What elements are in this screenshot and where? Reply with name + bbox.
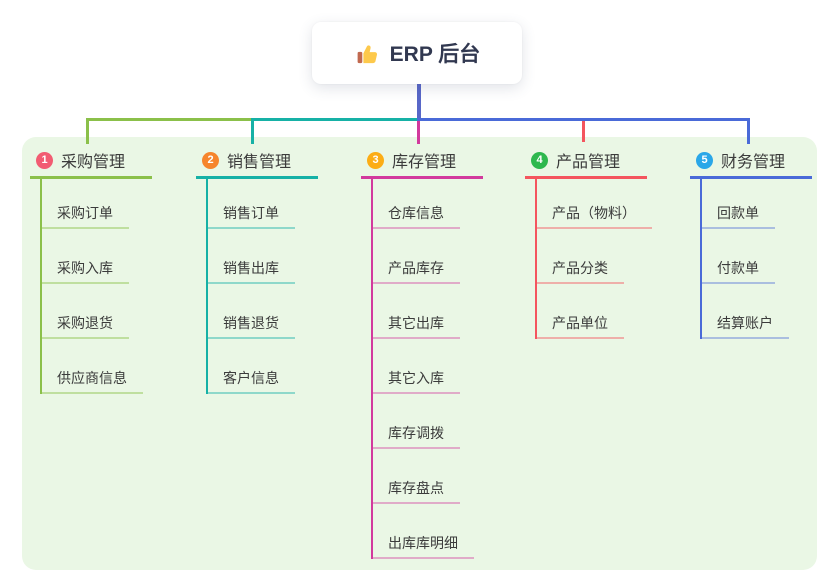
branch-label: 采购管理 [61,154,126,171]
child-label: 客户信息 [208,370,295,394]
child-node[interactable]: 客户信息 [208,339,356,394]
child-label: 采购入库 [42,260,129,284]
child-node[interactable]: 产品（物料） [537,179,685,229]
child-label: 销售订单 [208,205,295,229]
connector-tick-purchase [86,118,89,144]
child-node[interactable]: 采购退货 [42,284,190,339]
branch-label: 财务管理 [721,154,786,171]
child-label: 产品分类 [537,260,624,284]
badge-4: 4 [531,151,548,169]
connector-tick-finance [747,118,750,144]
child-label: 其它出库 [373,315,460,339]
child-label: 其它入库 [373,370,460,394]
child-node[interactable]: 库存盘点 [373,449,521,504]
child-node[interactable]: 其它出库 [373,284,521,339]
child-node[interactable]: 产品库存 [373,229,521,284]
branch-label: 销售管理 [227,154,292,171]
badge-3: 3 [367,151,384,169]
branch-children-finance: 回款单 付款单 结算账户 [700,179,839,339]
child-node[interactable]: 销售订单 [208,179,356,229]
connector-bus-purchase [86,118,254,121]
child-node[interactable]: 采购入库 [42,229,190,284]
child-node[interactable]: 产品单位 [537,284,685,339]
root-title: ERP 后台 [389,43,481,66]
branch-children-inventory: 仓库信息 产品库存 其它出库 其它入库 库存调拨 库存盘点 出库库明细 [371,179,521,559]
branch-finance: 5 财务管理 回款单 付款单 结算账户 [690,144,839,339]
child-node[interactable]: 结算账户 [702,284,839,339]
connector-tick-inventory [417,121,420,144]
branches-background-panel [22,137,817,570]
branch-label: 库存管理 [392,154,457,171]
child-label: 仓库信息 [373,205,460,229]
badge-2: 2 [202,151,219,169]
child-label: 库存调拨 [373,425,460,449]
child-label: 出库库明细 [373,535,474,559]
child-label: 销售出库 [208,260,295,284]
connector-root-line [417,84,421,118]
child-node[interactable]: 库存调拨 [373,394,521,449]
child-label: 付款单 [702,260,775,284]
root-node[interactable]: ERP 后台 [312,22,522,84]
connector-tick-product [582,121,585,142]
branch-title-inventory[interactable]: 3 库存管理 [361,144,483,179]
branch-title-sales[interactable]: 2 销售管理 [196,144,318,179]
branch-title-purchase[interactable]: 1 采购管理 [30,144,152,179]
branch-children-sales: 销售订单 销售出库 销售退货 客户信息 [206,179,356,394]
child-label: 回款单 [702,205,775,229]
child-node[interactable]: 供应商信息 [42,339,190,394]
badge-1: 1 [36,151,53,169]
branch-product: 4 产品管理 产品（物料） 产品分类 产品单位 [525,144,685,339]
branch-inventory: 3 库存管理 仓库信息 产品库存 其它出库 其它入库 库存调拨 库存盘点 [361,144,521,559]
child-label: 采购退货 [42,315,129,339]
branch-children-product: 产品（物料） 产品分类 产品单位 [535,179,685,339]
child-label: 采购订单 [42,205,129,229]
branch-label: 产品管理 [556,154,621,171]
child-label: 销售退货 [208,315,295,339]
branch-children-purchase: 采购订单 采购入库 采购退货 供应商信息 [40,179,190,394]
connector-bus-sales [251,118,418,121]
child-label: 结算账户 [702,315,789,339]
child-label: 供应商信息 [42,370,143,394]
child-node[interactable]: 销售出库 [208,229,356,284]
child-label: 产品单位 [537,315,624,339]
connector-tick-sales [251,118,254,144]
branch-title-product[interactable]: 4 产品管理 [525,144,647,179]
child-node[interactable]: 出库库明细 [373,504,521,559]
child-node[interactable]: 仓库信息 [373,179,521,229]
child-node[interactable]: 销售退货 [208,284,356,339]
child-node[interactable]: 回款单 [702,179,839,229]
child-node[interactable]: 采购订单 [42,179,190,229]
child-label: 产品（物料） [537,205,652,229]
branch-sales: 2 销售管理 销售订单 销售出库 销售退货 客户信息 [196,144,356,394]
thumbs-up-icon [357,45,377,64]
child-label: 库存盘点 [373,480,460,504]
badge-5: 5 [696,151,713,169]
child-node[interactable]: 产品分类 [537,229,685,284]
branch-purchase: 1 采购管理 采购订单 采购入库 采购退货 供应商信息 [30,144,190,394]
child-label: 产品库存 [373,260,460,284]
connector-bus-finance [417,118,750,121]
child-node[interactable]: 付款单 [702,229,839,284]
branch-title-finance[interactable]: 5 财务管理 [690,144,812,179]
child-node[interactable]: 其它入库 [373,339,521,394]
